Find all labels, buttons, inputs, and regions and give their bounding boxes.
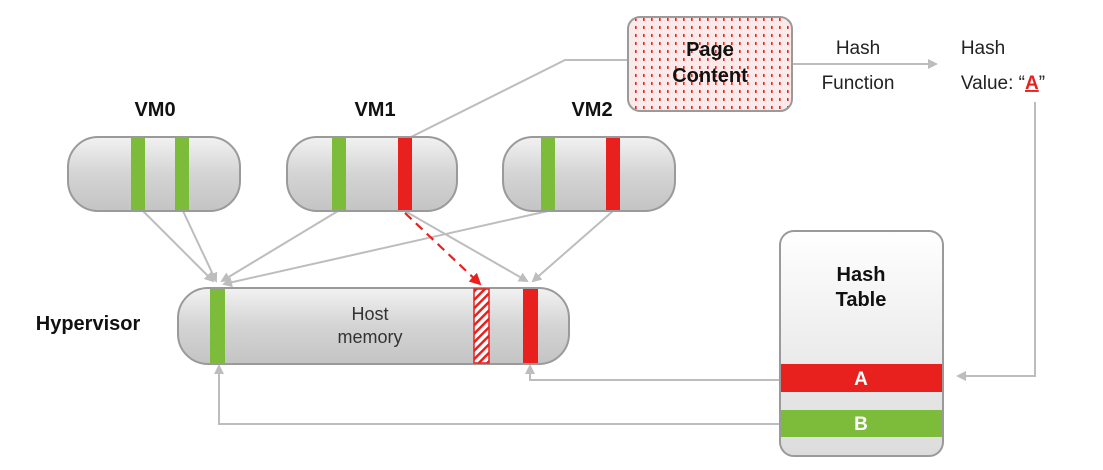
hash-table-entry-a xyxy=(781,364,942,392)
vm0-page-green xyxy=(175,138,189,210)
shared-page-red-arrow xyxy=(404,212,482,286)
vm2-to-host-arrow xyxy=(531,210,614,283)
vm1-label: VM1 xyxy=(354,99,395,121)
hash-table: Hash Table A B xyxy=(779,230,944,457)
hash-value-suffix: ” xyxy=(1039,73,1045,94)
vm0-to-host-arrow xyxy=(182,210,218,283)
vm1-page-red xyxy=(398,138,412,210)
connector-lines xyxy=(142,59,1036,425)
host-page-red xyxy=(523,289,538,363)
vm1-page-green xyxy=(332,138,346,210)
hash-table-title-line1: Hash xyxy=(837,264,886,286)
hash-value-line1: Hash xyxy=(961,38,1005,59)
vm2-memory xyxy=(502,136,676,212)
hash-value-to-table-arrow xyxy=(956,102,1036,381)
page-content-to-vm1-line xyxy=(404,59,628,141)
entry-b-to-host-arrow xyxy=(214,364,780,425)
hash-function-line1: Hash xyxy=(836,38,880,59)
page-content-line1: Page xyxy=(686,39,734,61)
page-content-box: Page Content xyxy=(627,16,793,112)
entry-a-to-host-arrow xyxy=(525,364,780,381)
host-memory-label-line1: Host xyxy=(351,304,388,324)
vm0-to-host-arrow xyxy=(142,210,215,283)
page-content-line2: Content xyxy=(672,65,748,87)
vm0-page-green xyxy=(131,138,145,210)
hash-function-line2: Function xyxy=(822,73,895,94)
vm2-label: VM2 xyxy=(571,99,612,121)
vm1-to-host-arrow xyxy=(220,210,339,283)
host-memory-label-line2: memory xyxy=(337,327,402,347)
host-page-freed-hatched xyxy=(473,288,490,364)
hypervisor-label: Hypervisor xyxy=(36,313,141,335)
host-memory: Host memory xyxy=(177,287,570,365)
hash-table-entry-b-label: B xyxy=(854,414,868,435)
hash-value-key: A xyxy=(1025,73,1039,94)
hash-table-title-line2: Table xyxy=(836,289,887,311)
vm2-page-green xyxy=(541,138,555,210)
vm1-memory xyxy=(286,136,458,212)
vm0-label: VM0 xyxy=(134,99,175,121)
vm2-to-host-arrow xyxy=(222,210,549,288)
vm1-red-to-host-arrow xyxy=(404,210,529,282)
vm0-memory xyxy=(67,136,241,212)
host-page-green xyxy=(210,289,225,363)
vm2-page-red xyxy=(606,138,620,210)
hash-table-entry-b xyxy=(781,410,942,437)
hash-value-line2: Value: “A” xyxy=(961,73,1045,94)
hash-value-prefix: Value: “ xyxy=(961,73,1025,94)
hash-table-entry-a-label: A xyxy=(854,369,868,390)
